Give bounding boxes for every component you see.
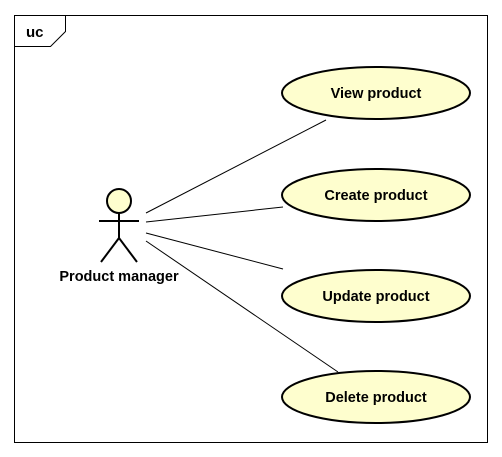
use-case-label: View product bbox=[331, 86, 422, 102]
association-delete-product bbox=[145, 240, 339, 373]
use-case-label: Create product bbox=[324, 188, 427, 204]
association-create-product bbox=[145, 206, 284, 223]
association-update-product bbox=[145, 232, 284, 270]
frame-label: uc bbox=[26, 24, 44, 41]
actor-product-manager[interactable]: Product manager bbox=[59, 188, 179, 285]
use-case-ellipse bbox=[281, 370, 471, 424]
actor-right-leg bbox=[118, 237, 138, 263]
use-case-ellipse bbox=[281, 66, 471, 120]
actor-left-leg bbox=[100, 237, 120, 263]
use-case-label: Delete product bbox=[325, 390, 427, 406]
associations bbox=[145, 119, 339, 373]
frame-border bbox=[14, 15, 488, 443]
use-case-ellipse bbox=[281, 269, 471, 323]
uc-frame: uc bbox=[14, 15, 488, 443]
use-case-ellipse bbox=[281, 168, 471, 222]
frame-label-tab bbox=[14, 15, 66, 47]
actor-head bbox=[106, 188, 132, 214]
use-case-delete-product[interactable]: Delete product bbox=[281, 370, 471, 424]
use-case-create-product[interactable]: Create product bbox=[281, 168, 471, 222]
use-case-update-product[interactable]: Update product bbox=[281, 269, 471, 323]
use-case-view-product[interactable]: View product bbox=[281, 66, 471, 120]
use-case-label: Update product bbox=[322, 289, 429, 305]
association-view-product bbox=[145, 119, 327, 214]
actor-label: Product manager bbox=[59, 269, 179, 285]
